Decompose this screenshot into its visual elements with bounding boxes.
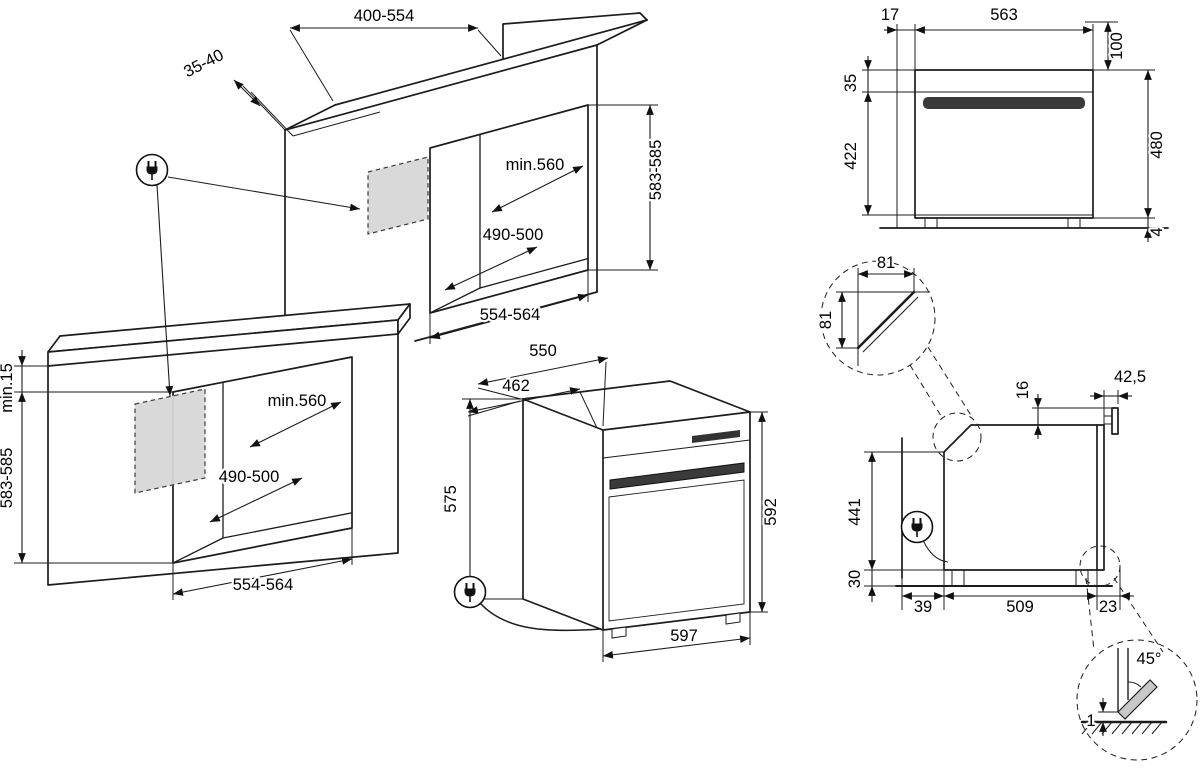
- plug-annotations: [135, 153, 934, 609]
- dim-corner-cut-height: 81: [817, 311, 835, 329]
- dim-oven-total-depth: 550: [529, 342, 557, 360]
- power-cable: [479, 602, 602, 632]
- power-plug-icon: [453, 575, 487, 609]
- dim-panel-thickness: 35-40: [181, 46, 227, 81]
- dim-side-handle-rise: 16: [1014, 381, 1032, 399]
- dim-front-width: 563: [990, 6, 1018, 24]
- dim-chamfer-angle: 45°: [1137, 650, 1162, 668]
- dim-top-cutout-width: 400-554: [354, 7, 415, 25]
- dim-tall-niche-width: 554-564: [480, 306, 541, 324]
- side-view-handle: [1111, 407, 1119, 435]
- detail-callout-circle: [1076, 639, 1198, 761]
- dim-side-door-offset: 23: [1099, 598, 1117, 616]
- dim-side-rear-gap: 39: [914, 598, 932, 616]
- tall-cabinet-niche-opening: [429, 104, 589, 314]
- corner-chamfer-detail: [820, 260, 982, 462]
- dim-base-inner-width: 490-500: [219, 468, 280, 486]
- dim-base-min-depth: min.560: [268, 392, 327, 410]
- detail-callout-circle: [820, 260, 936, 376]
- dim-oven-body-depth: 462: [502, 377, 530, 395]
- door-chamfer-face: [1117, 679, 1158, 720]
- dim-side-handle-depth: 42,5: [1114, 368, 1146, 386]
- dim-tall-inner-width: 490-500: [483, 226, 544, 244]
- oven-front-view: [879, 21, 1169, 229]
- door-bottom-detail: [1076, 545, 1198, 761]
- dim-front-side-offset: 17: [881, 6, 899, 24]
- base-cabinet-drawing: [47, 303, 411, 586]
- dim-base-niche-width: 554-564: [233, 576, 294, 594]
- dim-base-niche-height: 583-585: [0, 448, 16, 509]
- detail-source-circle: [932, 412, 982, 462]
- dim-floor-gap: 1: [1086, 712, 1095, 730]
- dim-front-niche-height: 480: [1148, 131, 1166, 159]
- front-view-handle: [923, 97, 1085, 109]
- power-plug-icon: [900, 510, 934, 544]
- dim-corner-cut-width: 81: [877, 254, 895, 272]
- dim-side-body-height: 441: [846, 498, 864, 526]
- oven-display: [692, 430, 740, 443]
- dim-front-panel-height: 35: [842, 74, 860, 92]
- dim-tall-niche-height: 583-585: [647, 140, 665, 201]
- oven-door-handle: [609, 462, 745, 490]
- oven-side-view: [895, 407, 1119, 587]
- dim-side-body-depth: 509: [1006, 598, 1034, 616]
- dim-oven-front-height: 592: [762, 498, 780, 526]
- dim-base-top-clearance: min.15: [0, 363, 16, 413]
- power-cable: [922, 539, 949, 563]
- dim-oven-front-width: 597: [670, 627, 698, 645]
- oven-isometric-drawing: [479, 380, 751, 639]
- power-plug-icon: [135, 153, 169, 187]
- base-cabinet-socket-zone: [134, 388, 206, 494]
- dim-oven-body-height: 575: [442, 485, 460, 513]
- dim-side-plinth-height: 30: [846, 570, 864, 588]
- dim-tall-min-depth: min.560: [506, 156, 565, 174]
- tall-cabinet-socket-zone: [367, 156, 429, 235]
- dim-front-top-clearance: 100: [1108, 32, 1126, 60]
- dim-front-door-height: 422: [842, 142, 860, 170]
- dim-front-bottom-gap: 4: [1148, 227, 1166, 236]
- tall-cabinet-drawing: [284, 12, 648, 342]
- dimension-lines: [14, 22, 1155, 662]
